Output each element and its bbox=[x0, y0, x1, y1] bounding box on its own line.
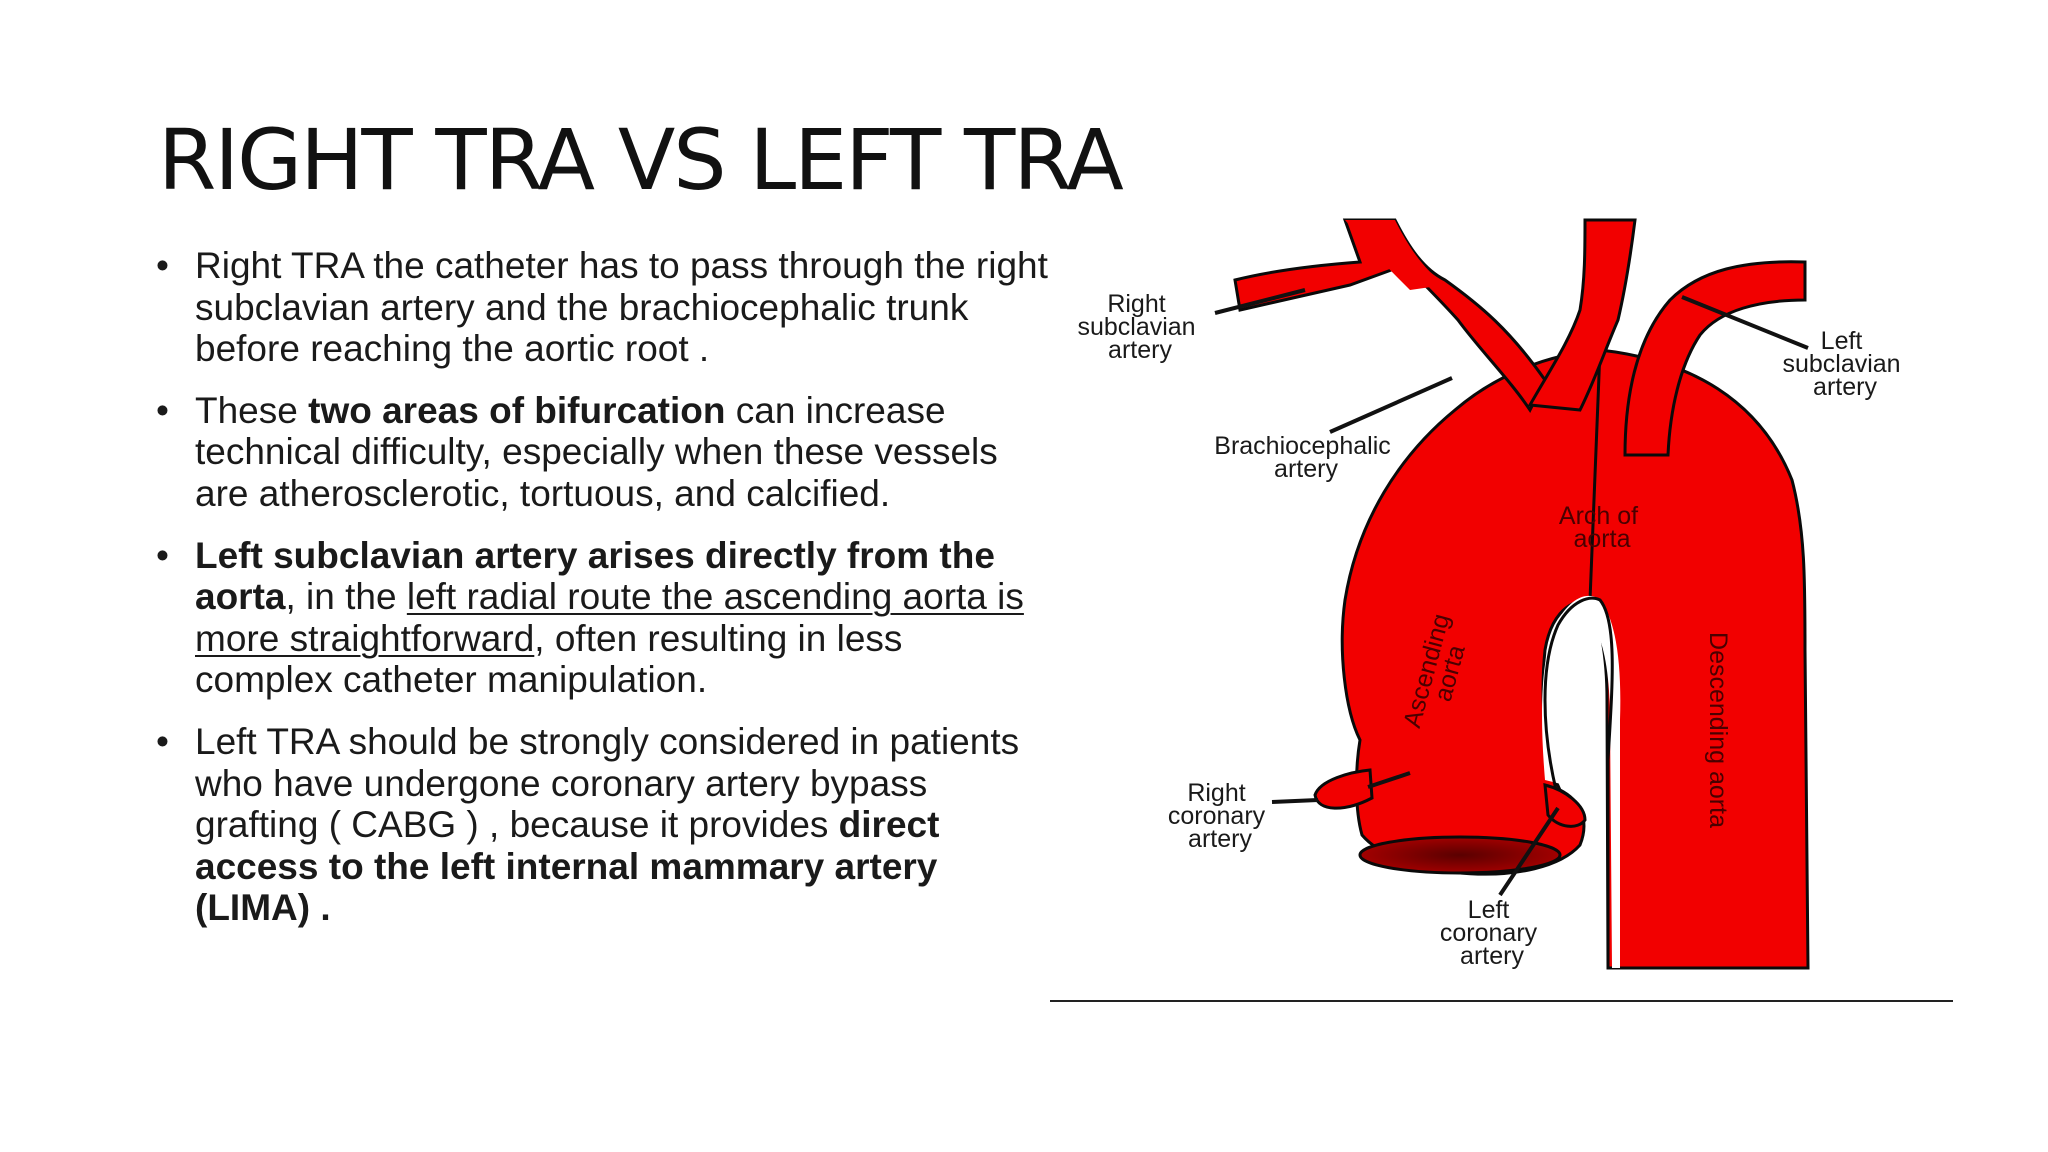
label-left-coronary: Left coronary artery bbox=[1440, 896, 1544, 970]
bullet-text-bold: two areas of bifurcation bbox=[308, 389, 726, 431]
left-carotid bbox=[1527, 218, 1637, 412]
bullet-item: • Left subclavian artery arises directly… bbox=[150, 535, 1050, 701]
bullet-list: • Right TRA the catheter has to pass thr… bbox=[150, 245, 1050, 949]
leader-right-subclavian bbox=[1214, 288, 1306, 315]
arch-inner-gap bbox=[1542, 595, 1621, 968]
leader-right-coronary bbox=[1271, 798, 1319, 804]
right-coronary-stub bbox=[1313, 768, 1374, 810]
bullet-text-plain: Left TRA should be strongly considered i… bbox=[195, 720, 1020, 846]
bullet-text-bold: direct access to the left internal mamma… bbox=[195, 804, 940, 929]
label-brachiocephalic: Brachiocephalic artery bbox=[1214, 432, 1397, 483]
bullet-item: • Left TRA should be strongly considered… bbox=[150, 721, 1050, 929]
bullet-text: Left TRA should be strongly considered i… bbox=[195, 721, 1019, 928]
label-right-subclavian: Right subclavian artery bbox=[1077, 290, 1202, 364]
leader-lines bbox=[1214, 288, 1809, 897]
label-descending: Descending aorta bbox=[1704, 632, 1732, 828]
figure-baseline-rule bbox=[1050, 1000, 1953, 1002]
leader-rca-detail bbox=[1367, 771, 1411, 789]
leader-brachiocephalic bbox=[1329, 376, 1453, 434]
arch-inner-outline bbox=[1543, 596, 1614, 968]
aortic-root-lumen bbox=[1358, 835, 1562, 875]
bullet-dot: • bbox=[156, 245, 169, 286]
bullet-item: • Right TRA the catheter has to pass thr… bbox=[150, 245, 1050, 370]
bullet-text-plain: , in the bbox=[285, 576, 407, 618]
aorta-diagram: Right subclavian artery Left subclavian … bbox=[1050, 200, 1962, 1020]
bullet-text-plain: These bbox=[195, 389, 309, 431]
aorta-diagram-svg: Right subclavian artery Left subclavian … bbox=[1077, 218, 1907, 970]
bullet-text: Left subclavian artery arises directly f… bbox=[195, 535, 1024, 701]
bullet-text-underlined: left radial route the ascending aorta is… bbox=[195, 576, 1024, 659]
slide-title: RIGHT TRA VS LEFT TRA bbox=[158, 111, 1124, 209]
bullet-text: Right TRA the catheter has to pass throu… bbox=[195, 245, 1048, 370]
bullet-dot: • bbox=[156, 534, 169, 576]
bullet-text: These two areas of bifurcation can incre… bbox=[195, 390, 998, 514]
bullet-text-plain: , often resulting in less complex cathet… bbox=[195, 617, 903, 701]
right-carotid bbox=[1345, 220, 1445, 290]
left-subclavian bbox=[1623, 260, 1807, 457]
bullet-text-bold: Left subclavian artery arises directly f… bbox=[195, 534, 995, 618]
leader-left-subclavian bbox=[1681, 295, 1809, 350]
bullet-dot: • bbox=[156, 720, 169, 762]
bullet-item: • These two areas of bifurcation can inc… bbox=[150, 390, 1050, 515]
label-arch: Arch of aorta bbox=[1559, 502, 1645, 553]
bullet-text-plain: can increase technical difficulty, espec… bbox=[195, 389, 998, 514]
brachiocephalic-trunk bbox=[1233, 218, 1547, 413]
label-left-subclavian: Left subclavian artery bbox=[1782, 327, 1907, 401]
bullet-dot: • bbox=[156, 389, 169, 431]
label-right-coronary: Right coronary artery bbox=[1168, 779, 1272, 853]
leader-left-coronary bbox=[1498, 806, 1560, 897]
